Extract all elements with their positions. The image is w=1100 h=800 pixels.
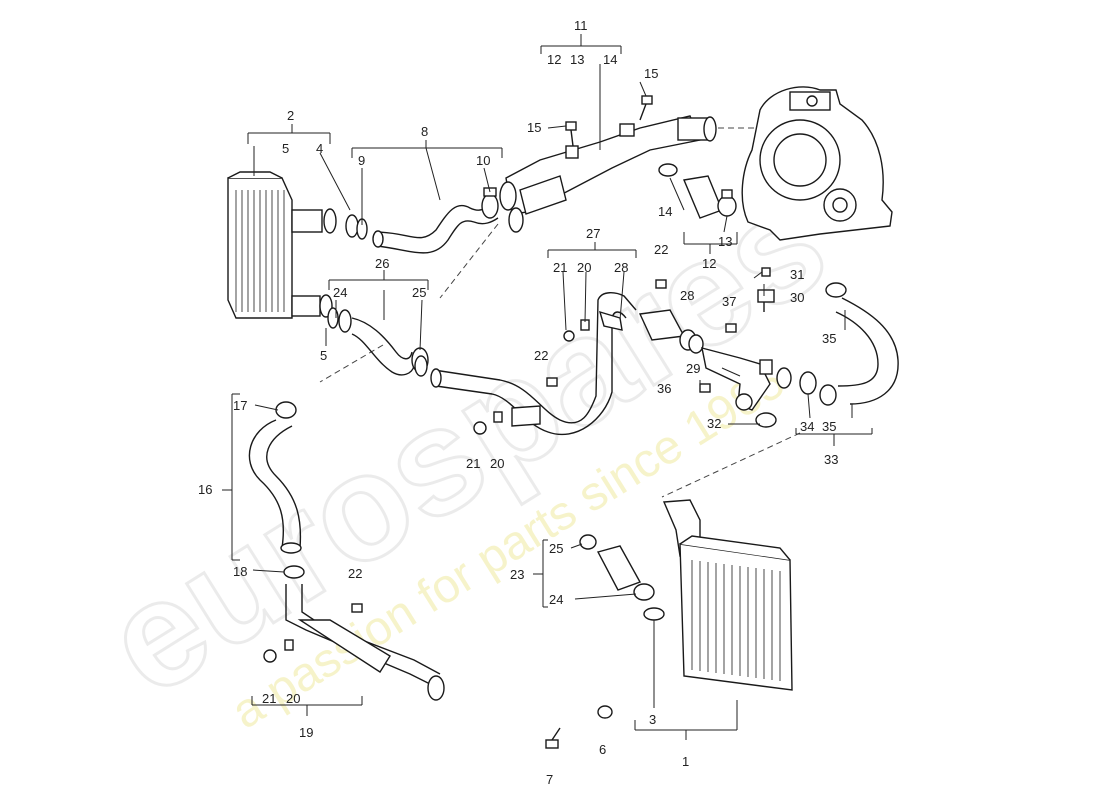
callout-23: 23	[510, 567, 524, 582]
callout-15-b: 15	[527, 120, 541, 135]
callout-18: 18	[233, 564, 247, 579]
callout-labels: 1 2 3 4 5 5 6 7 8 9 10 11 12 13 14 15 15…	[198, 18, 838, 787]
callout-21: 21	[553, 260, 567, 275]
callout-6: 6	[599, 742, 606, 757]
callout-5: 5	[282, 141, 289, 156]
callout-36: 36	[657, 381, 671, 396]
callout-25-b: 25	[549, 541, 563, 556]
callout-28: 28	[614, 260, 628, 275]
callout-34: 34	[800, 419, 814, 434]
charge-pipe-upper[interactable]	[499, 115, 717, 233]
bolts-misc[interactable]	[263, 279, 737, 663]
callout-31: 31	[790, 267, 804, 282]
callout-20-c: 20	[286, 691, 300, 706]
callout-3: 3	[649, 712, 656, 727]
callout-28-b: 28	[680, 288, 694, 303]
callout-33: 33	[824, 452, 838, 467]
callout-32: 32	[707, 416, 721, 431]
hose-23[interactable]	[579, 534, 665, 621]
callout-17: 17	[233, 398, 247, 413]
callout-37: 37	[722, 294, 736, 309]
callout-14-b: 14	[658, 204, 672, 219]
callout-27: 27	[586, 226, 600, 241]
callout-2: 2	[287, 108, 294, 123]
callout-35: 35	[822, 331, 836, 346]
callout-8: 8	[421, 124, 428, 139]
callout-13: 13	[570, 52, 584, 67]
callout-10: 10	[476, 153, 490, 168]
leader-lines	[222, 34, 873, 740]
callout-26: 26	[375, 256, 389, 271]
callout-29: 29	[686, 361, 700, 376]
callout-16: 16	[198, 482, 212, 497]
callout-24: 24	[333, 285, 347, 300]
callout-21-b: 21	[466, 456, 480, 471]
callout-24-b: 24	[549, 592, 563, 607]
callout-25: 25	[412, 285, 426, 300]
hose-upper[interactable]	[372, 201, 499, 254]
callout-20-b: 20	[490, 456, 504, 471]
callout-22: 22	[654, 242, 668, 257]
callout-12-b: 12	[702, 256, 716, 271]
turbocharger[interactable]	[741, 86, 893, 241]
seal-ring-32[interactable]	[755, 412, 777, 428]
callout-4: 4	[316, 141, 323, 156]
adapter-29[interactable]	[701, 347, 773, 411]
callout-35-b: 35	[822, 419, 836, 434]
callout-5-b: 5	[320, 348, 327, 363]
callout-21-c: 21	[262, 691, 276, 706]
callout-9: 9	[358, 153, 365, 168]
callout-13-b: 13	[718, 234, 732, 249]
intercooler-right[interactable]	[662, 499, 793, 691]
hose-33[interactable]	[776, 282, 899, 406]
callout-1: 1	[682, 754, 689, 769]
callout-19: 19	[299, 725, 313, 740]
charge-pipe-lower[interactable]	[430, 292, 637, 436]
hose-clamp-10[interactable]	[481, 187, 499, 219]
intercooler-left[interactable]	[227, 171, 337, 319]
callout-22-b: 22	[534, 348, 548, 363]
callout-20: 20	[577, 260, 591, 275]
callout-15: 15	[644, 66, 658, 81]
hose-28[interactable]	[638, 309, 704, 354]
callout-14: 14	[603, 52, 617, 67]
callout-12: 12	[547, 52, 561, 67]
seal-rings-left[interactable]	[327, 214, 368, 333]
callout-22-c: 22	[348, 566, 362, 581]
hose-14-with-clamps[interactable]	[658, 163, 737, 219]
callout-7: 7	[546, 772, 553, 787]
pipe-19[interactable]	[285, 584, 445, 701]
callout-30: 30	[790, 290, 804, 305]
hose-26[interactable]	[351, 317, 429, 377]
bolt-7-washer-6[interactable]	[545, 705, 613, 749]
callout-11: 11	[574, 18, 588, 33]
